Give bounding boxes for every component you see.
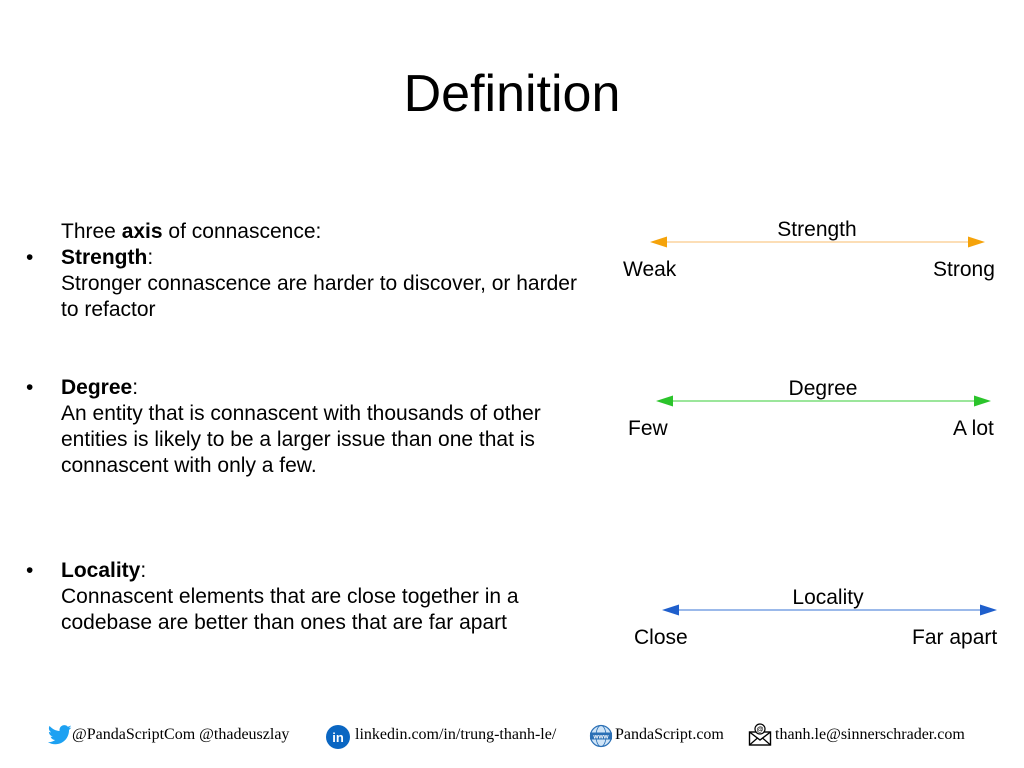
footer-website[interactable]: PandaScript.com	[615, 726, 724, 743]
degree-few-label: Few	[628, 417, 668, 440]
linkedin-icon-text: in	[332, 730, 344, 745]
bullet-marker: •	[26, 559, 34, 582]
linkedin-icon: in	[326, 725, 350, 754]
bullet-colon: :	[132, 376, 139, 399]
bullet-degree: • Degree: An entity that is connascent w…	[26, 375, 586, 479]
bullet-colon: :	[147, 246, 154, 269]
bullet-locality: • Locality: Connascent elements that are…	[26, 558, 586, 636]
locality-arrowhead-left	[662, 604, 679, 616]
locality-axis-label: Locality	[792, 586, 864, 609]
footer-contact-bar: @PandaScriptCom @thadeuszlay in linkedin…	[0, 722, 1024, 752]
svg-text:@: @	[757, 727, 764, 734]
bullet-marker: •	[26, 376, 34, 399]
bullet-colon: :	[140, 559, 147, 582]
strength-weak-label: Weak	[623, 258, 677, 281]
degree-axis-label: Degree	[788, 377, 858, 400]
globe-www-icon: www	[589, 724, 613, 753]
strength-strong-label: Strong	[933, 258, 995, 281]
degree-a-lot-label: A lot	[953, 417, 994, 440]
strength-arrowhead-left	[650, 236, 667, 248]
slide-title: Definition	[403, 65, 621, 123]
bullet-description: Stronger connascence are harder to disco…	[61, 272, 577, 321]
bullet-marker: •	[26, 246, 34, 269]
degree-arrowhead-left	[656, 395, 673, 407]
bullet-heading: Strength	[61, 246, 148, 269]
bullet-heading: Degree	[61, 376, 133, 399]
strength-arrowhead-right	[968, 236, 985, 248]
intro-line: Three axis of connascence:	[61, 219, 321, 245]
bullet-heading: Locality	[61, 559, 141, 582]
intro-bold-axis: axis	[121, 220, 163, 243]
bullet-description: Connascent elements that are close toget…	[61, 585, 519, 634]
bullet-description: An entity that is connascent with thousa…	[61, 402, 541, 477]
degree-arrowhead-right	[974, 395, 991, 407]
footer-email[interactable]: thanh.le@sinnerschrader.com	[775, 726, 965, 743]
intro-prefix: Three	[61, 220, 122, 243]
bullet-strength: • Strength: Stronger connascence are har…	[26, 245, 586, 323]
footer-twitter-handles[interactable]: @PandaScriptCom @thadeuszlay	[72, 726, 290, 743]
locality-arrowhead-right	[980, 604, 997, 616]
www-icon-text: www	[592, 734, 609, 741]
twitter-bird-icon	[47, 724, 72, 751]
email-envelope-icon: @	[748, 723, 772, 752]
footer-linkedin-url[interactable]: linkedin.com/in/trung-thanh-le/	[355, 726, 557, 743]
locality-far-apart-label: Far apart	[912, 626, 998, 649]
intro-suffix: of connascence:	[162, 220, 322, 243]
locality-close-label: Close	[634, 626, 688, 649]
strength-axis-label: Strength	[777, 218, 857, 241]
